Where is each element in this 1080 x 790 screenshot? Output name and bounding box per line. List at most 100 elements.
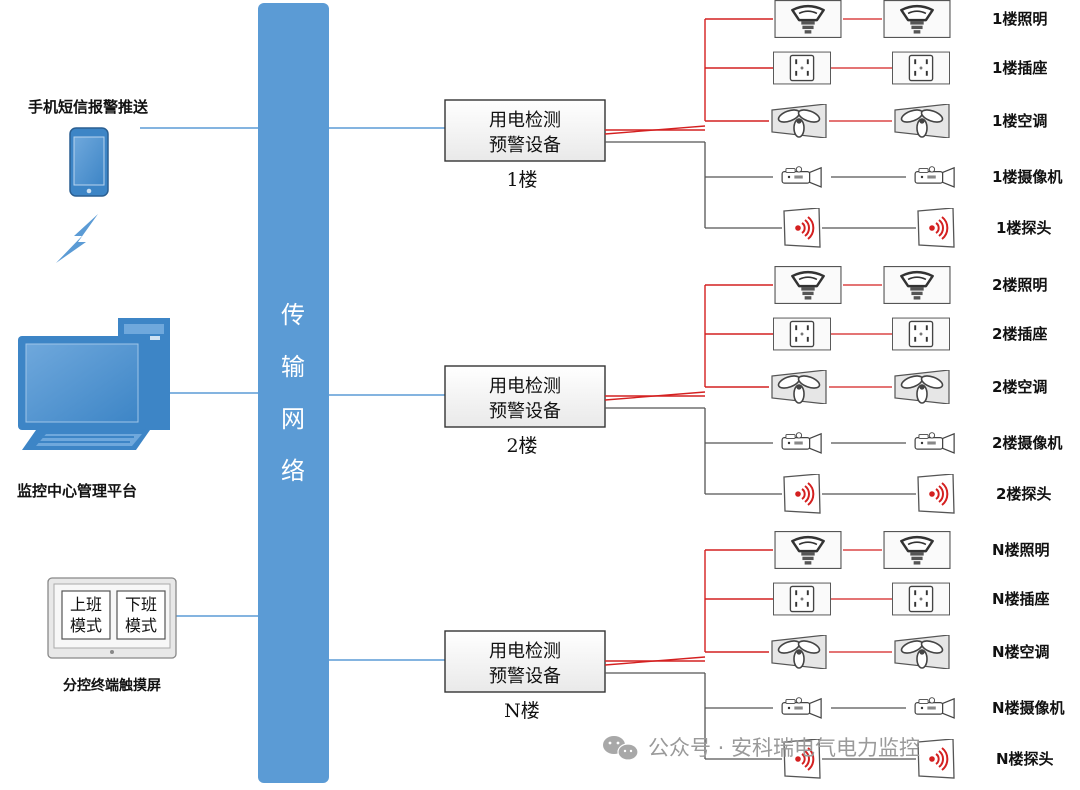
camera-icon xyxy=(914,165,955,188)
off-work-mode-button-line[interactable]: 模式 xyxy=(125,616,157,635)
work-mode-button-line[interactable]: 上班 xyxy=(70,595,102,614)
terminal-label: 1楼空调 xyxy=(992,112,1047,130)
pc-node: 监控中心管理平台 xyxy=(17,318,170,500)
terminal-row: 1楼探头 xyxy=(705,208,1051,248)
terminal-label: 1楼插座 xyxy=(992,59,1047,77)
signal-wiring xyxy=(605,141,706,228)
watermark: 公众号 · 安科瑞电气电力监控 xyxy=(603,736,920,761)
fan-icon xyxy=(771,370,827,404)
socket-icon xyxy=(773,317,831,351)
fan-icon xyxy=(771,635,827,669)
sensor-icon xyxy=(783,208,821,248)
terminal-label: 1楼探头 xyxy=(996,219,1051,237)
sensor-icon xyxy=(783,474,821,514)
terminal-row: 2楼摄像机 xyxy=(705,431,1062,454)
terminal-label: N楼摄像机 xyxy=(992,699,1065,717)
lightbulb-icon xyxy=(773,266,843,304)
terminal-label: 1楼摄像机 xyxy=(992,168,1062,186)
lightbulb-icon xyxy=(882,531,952,569)
floor-label: 2楼 xyxy=(506,435,537,457)
watermark-text: 公众号 · 安科瑞电气电力监控 xyxy=(648,736,920,760)
terminal-label: N楼插座 xyxy=(992,590,1050,608)
wechat-icon xyxy=(603,736,639,761)
terminal-row: N楼照明 xyxy=(705,531,1050,569)
camera-icon xyxy=(914,431,955,454)
socket-icon xyxy=(892,582,950,616)
lightbulb-icon xyxy=(773,531,843,569)
terminal-label: 2楼摄像机 xyxy=(992,434,1062,452)
bus-char: 输 xyxy=(281,353,305,381)
signal-wiring xyxy=(605,407,706,494)
phone-icon xyxy=(69,127,109,197)
terminal-label: N楼探头 xyxy=(996,750,1054,768)
terminal-row: 2楼插座 xyxy=(705,317,1047,351)
socket-icon xyxy=(773,51,831,85)
sensor-icon xyxy=(917,739,955,779)
terminal-row: 1楼空调 xyxy=(705,104,1047,138)
device-label-line1: 用电检测 xyxy=(489,641,561,662)
floors-group: 用电检测预警设备1楼1楼照明1楼插座1楼空调1楼摄像机1楼探头用电检测预警设备2… xyxy=(444,0,1065,779)
network-links xyxy=(140,127,445,661)
lightbulb-icon xyxy=(882,0,952,38)
bus-char: 传 xyxy=(281,301,305,329)
fan-icon xyxy=(894,370,950,404)
power-monitor-device xyxy=(444,365,606,428)
socket-icon xyxy=(892,51,950,85)
terminal-label: N楼照明 xyxy=(992,541,1050,559)
terminal-row: 2楼照明 xyxy=(705,266,1047,304)
sensor-icon xyxy=(917,474,955,514)
fan-icon xyxy=(771,104,827,138)
camera-icon xyxy=(781,431,822,454)
phone-label: 手机短信报警推送 xyxy=(28,98,149,116)
power-wiring xyxy=(604,285,706,401)
lightbulb-icon xyxy=(882,266,952,304)
bus-bar xyxy=(258,3,329,783)
signal-wiring xyxy=(605,672,706,759)
terminal-row: N楼探头 xyxy=(705,739,1054,779)
pc-label: 监控中心管理平台 xyxy=(17,482,137,500)
computer-icon xyxy=(18,318,170,450)
fan-icon xyxy=(894,635,950,669)
terminal-label: 2楼探头 xyxy=(996,485,1051,503)
work-mode-button-line[interactable]: 模式 xyxy=(70,616,102,635)
terminal-row: N楼摄像机 xyxy=(705,696,1065,719)
bus-char: 网 xyxy=(281,405,305,433)
touch-panel-icon xyxy=(47,577,177,659)
phone-node: 手机短信报警推送 xyxy=(28,98,149,263)
sensor-icon xyxy=(917,208,955,248)
lightbulb-icon xyxy=(773,0,843,38)
terminal-row: 1楼插座 xyxy=(705,51,1047,85)
terminal-row: N楼插座 xyxy=(705,582,1050,616)
socket-icon xyxy=(892,317,950,351)
device-label-line2: 预警设备 xyxy=(489,666,561,687)
power-monitor-device xyxy=(444,630,606,693)
power-wiring xyxy=(604,19,706,135)
terminal-label: N楼空调 xyxy=(992,643,1050,661)
device-label-line1: 用电检测 xyxy=(489,110,561,131)
socket-icon xyxy=(773,582,831,616)
touch-label: 分控终端触摸屏 xyxy=(63,677,161,694)
device-label-line1: 用电检测 xyxy=(489,376,561,397)
terminal-label: 2楼照明 xyxy=(992,276,1047,294)
terminal-row: 1楼摄像机 xyxy=(705,165,1062,188)
transmission-bus: 传 输 网 络 xyxy=(258,3,329,783)
terminal-row: 1楼照明 xyxy=(705,0,1047,38)
device-label-line2: 预警设备 xyxy=(489,135,561,156)
fan-icon xyxy=(894,104,950,138)
terminal-label: 2楼空调 xyxy=(992,378,1047,396)
terminal-label: 1楼照明 xyxy=(992,10,1047,28)
bus-char: 络 xyxy=(281,457,305,485)
device-label-line2: 预警设备 xyxy=(489,401,561,422)
terminal-row: 2楼空调 xyxy=(705,370,1047,404)
floor-label: N楼 xyxy=(504,700,540,722)
off-work-mode-button-line[interactable]: 下班 xyxy=(125,595,157,614)
terminal-label: 2楼插座 xyxy=(992,325,1047,343)
touch-panel-node: 上班 模式 下班 模式 分控终端触摸屏 xyxy=(47,577,177,694)
power-wiring xyxy=(604,550,706,666)
floor-label: 1楼 xyxy=(506,169,537,191)
camera-icon xyxy=(914,696,955,719)
lightning-icon xyxy=(56,214,98,263)
